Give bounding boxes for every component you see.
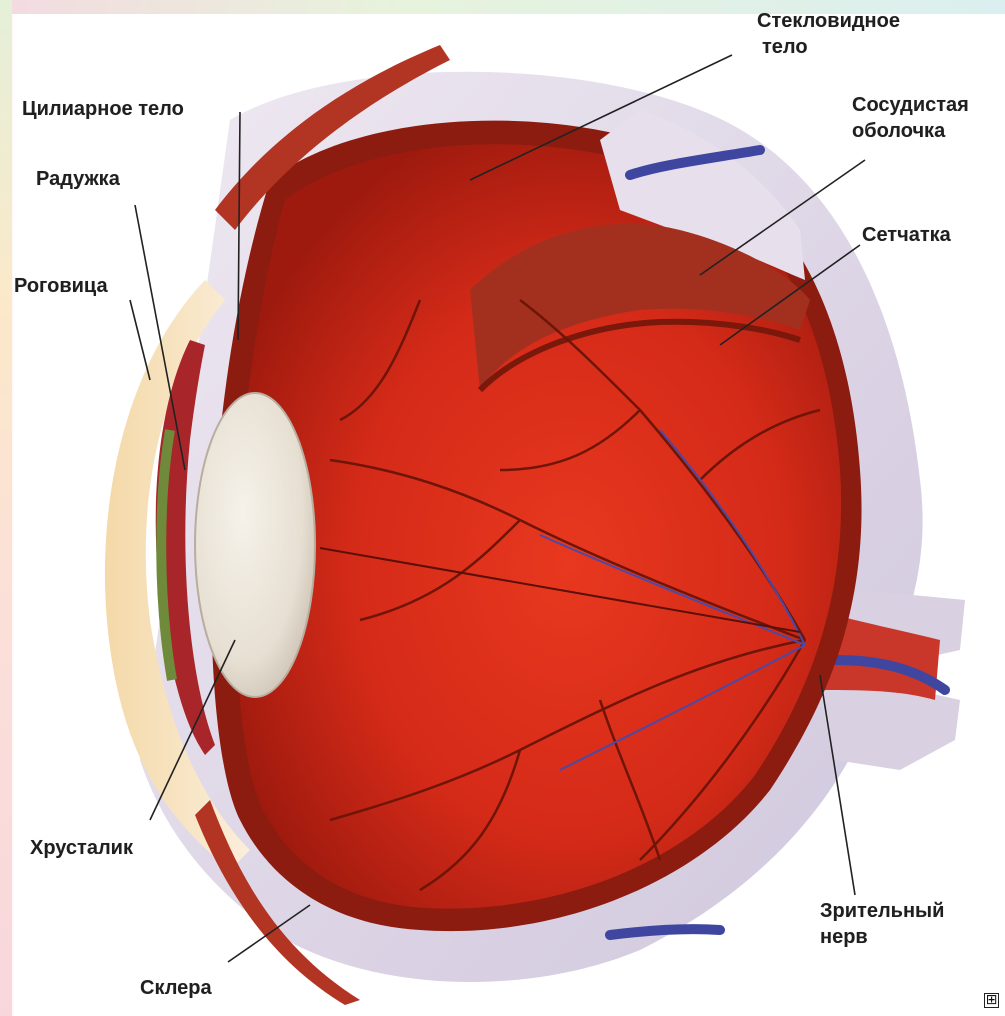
label-cornea: Роговица [14,273,108,299]
label-vitreous-body: Стекловидное тело [757,8,900,60]
label-optic-nerve-line1: Зрительный [820,898,944,924]
label-iris: Радужка [36,166,120,192]
label-choroid-line1: Сосудистая [852,92,969,118]
label-choroid-line2: оболочка [852,118,969,144]
label-optic-nerve: Зрительный нерв [820,898,944,950]
label-lens: Хрусталик [30,835,133,861]
leader-cornea [130,300,150,380]
expand-icon[interactable]: ⊞ [984,993,999,1008]
label-vitreous-line2: тело [757,34,900,60]
lower-vein [610,929,720,935]
label-optic-nerve-line2: нерв [820,924,944,950]
lens-shape [195,393,315,697]
label-retina: Сетчатка [862,222,951,248]
label-choroid: Сосудистая оболочка [852,92,969,144]
label-vitreous-line1: Стекловидное [757,8,900,34]
label-sclera: Склера [140,975,212,1001]
label-ciliary-body: Цилиарное тело [22,96,184,122]
